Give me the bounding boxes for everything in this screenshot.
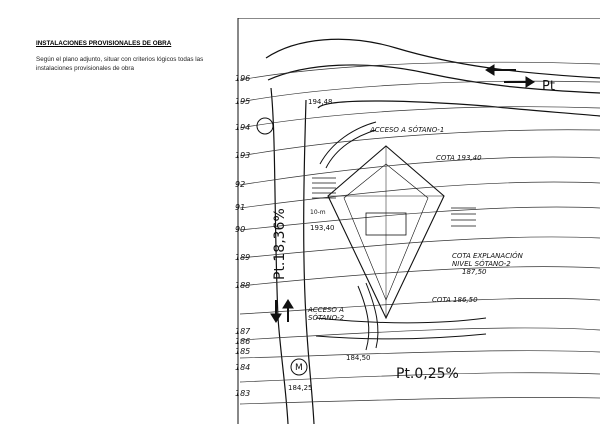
slope-label-left: Pt.18,36% — [272, 208, 288, 280]
contour-lines — [239, 61, 600, 405]
contour-label-187: 187 — [235, 327, 251, 336]
survey-point-marker — [256, 117, 274, 135]
label-cota-top: COTA 193,40 — [436, 154, 482, 162]
metro-label: M — [295, 363, 303, 373]
label-access-sotano-1: ACCESO A SÓTANO-1 — [369, 125, 444, 134]
ramp-hatching — [312, 177, 476, 227]
site-plan-drawing: 196 195 194 193 92 91 90 189 188 187 186… — [235, 18, 600, 424]
slope-label-top: Pt — [542, 79, 555, 94]
label-cota-explanacion-2: NIVEL SÓTANO-2 — [452, 259, 511, 268]
metro-marker — [290, 358, 308, 376]
spot-elevation-bottom-left: 184,25 — [288, 384, 313, 392]
road-edges — [265, 38, 600, 424]
building-footprint — [327, 145, 445, 320]
text-column: INSTALACIONES PROVISIONALES DE OBRA Segú… — [36, 40, 216, 74]
annotation-labels: ACCESO A SÓTANO-1 COTA 193,40 COTA EXPLA… — [307, 125, 524, 322]
contour-label-92: 92 — [235, 180, 245, 189]
contour-label-196: 196 — [235, 74, 250, 83]
spot-elevation-bottom: 184,50 — [346, 354, 371, 362]
label-cota-explanacion-1: COTA EXPLANACIÓN — [452, 251, 524, 260]
contour-label-91: 91 — [235, 203, 245, 212]
contour-label-185: 185 — [235, 347, 250, 356]
contour-label-195: 195 — [235, 97, 250, 106]
label-access-sotano-2-a: ACCESO A — [307, 306, 344, 314]
contour-label-186: 186 — [235, 337, 250, 346]
contour-labels: 196 195 194 193 92 91 90 189 188 187 186… — [235, 74, 251, 398]
contour-label-193: 193 — [235, 151, 250, 160]
contour-label-194: 194 — [235, 123, 250, 132]
label-access-sotano-2-b: SÓTANO-2 — [308, 313, 345, 322]
contour-label-90: 90 — [235, 225, 245, 234]
spot-elevation-mid: 193,40 — [310, 224, 335, 232]
contour-label-183: 183 — [235, 389, 250, 398]
document-title: INSTALACIONES PROVISIONALES DE OBRA — [36, 40, 172, 47]
contour-label-184: 184 — [235, 363, 250, 372]
label-cota-explanacion-value: 187,50 — [462, 268, 487, 276]
access-ramps — [315, 121, 487, 351]
contour-label-188: 188 — [235, 281, 250, 290]
slope-label-bottom: Pt.0,25% — [396, 366, 459, 382]
dimension-label: 10-m — [310, 209, 326, 216]
plan-frame — [237, 18, 600, 424]
contour-label-189: 189 — [235, 253, 250, 262]
instruction-text: Según el plano adjunto, situar con crite… — [36, 56, 204, 73]
label-cota-bottom: COTA 186,50 — [432, 296, 478, 304]
access-arrows-left — [270, 299, 294, 323]
access-arrows-top — [485, 64, 535, 88]
spot-elevation-top: 194,48 — [308, 98, 333, 106]
